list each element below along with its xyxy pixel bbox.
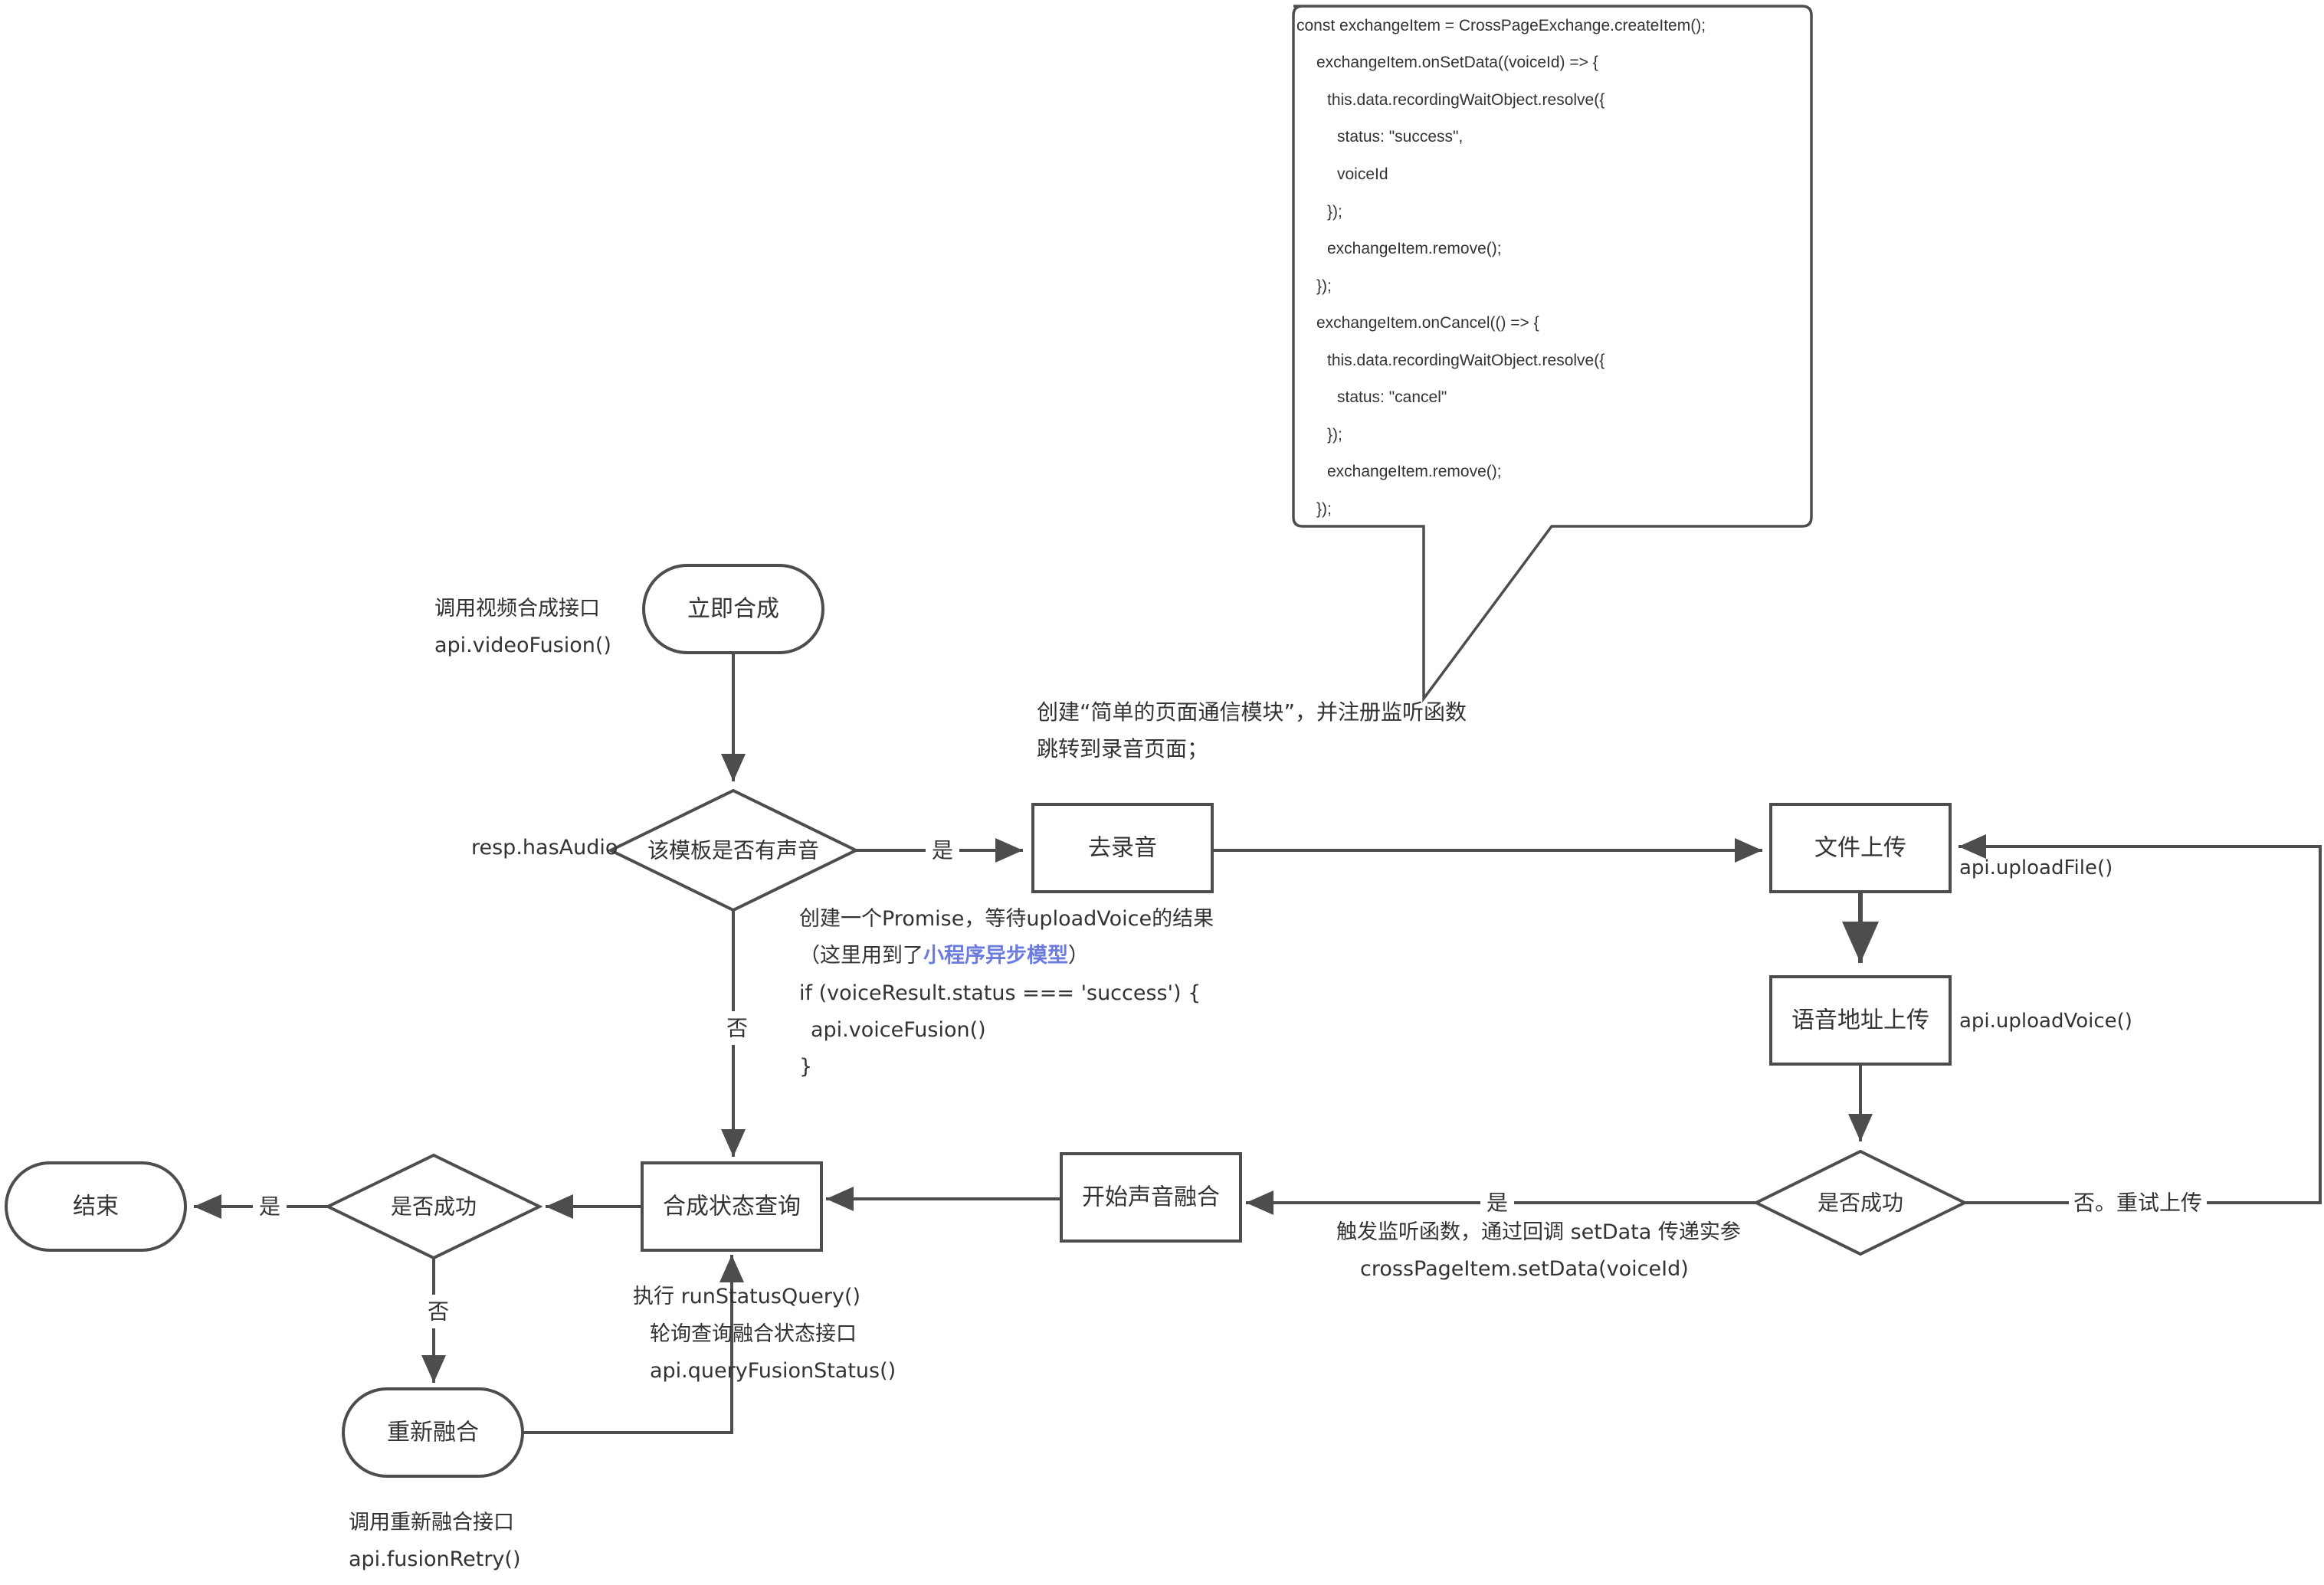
node-fusion-success-label: 是否成功: [391, 1194, 477, 1220]
node-refusion[interactable]: 重新融合: [342, 1387, 524, 1478]
note-query-status-api: api.queryFusionStatus(): [650, 1359, 896, 1383]
node-upload-voice-label: 语音地址上传: [1791, 1007, 1929, 1034]
edge-label-fusion-no: 否: [428, 1299, 449, 1325]
async-model-link[interactable]: 小程序异步模型: [923, 943, 1068, 968]
callout-line: voiceId: [1337, 165, 1388, 183]
callout-line: exchangeItem.onSetData((voiceId) => {: [1316, 54, 1598, 71]
callout-line: const exchangeItem = CrossPageExchange.c…: [1296, 17, 1706, 34]
node-upload-success-label: 是否成功: [1818, 1190, 1903, 1216]
callout-line: this.data.recordingWaitObject.resolve({: [1327, 91, 1605, 109]
note-promise-close: }: [799, 1055, 812, 1079]
callout-line: exchangeItem.remove();: [1327, 463, 1502, 480]
callout-line: });: [1316, 277, 1332, 295]
callout-line: this.data.recordingWaitObject.resolve({: [1327, 352, 1605, 369]
edge-label-upload-yes: 是: [1487, 1190, 1508, 1216]
note-promise-async: （这里用到了小程序异步模型）: [799, 943, 1089, 968]
node-upload-success[interactable]: 是否成功: [1752, 1149, 1968, 1256]
node-upload-file-label: 文件上传: [1814, 835, 1906, 862]
node-status-query-label: 合成状态查询: [663, 1194, 801, 1220]
note-run-status-query: 执行 runStatusQuery(): [633, 1285, 860, 1308]
node-start-fusion[interactable]: 开始声音融合: [1060, 1152, 1242, 1243]
node-upload-file[interactable]: 文件上传: [1769, 803, 1952, 893]
note-poll-status: 轮询查询融合状态接口: [650, 1322, 857, 1346]
note-trigger-listener: 触发监听函数，通过回调 setData 传递实参: [1336, 1220, 1741, 1244]
note-upload-voice-api: api.uploadVoice(): [1959, 1010, 2132, 1033]
node-go-record-label: 去录音: [1088, 835, 1157, 862]
note-trigger-setdata: crossPageItem.setData(voiceId): [1360, 1257, 1689, 1281]
note-call-fusion: 调用视频合成接口: [434, 597, 600, 621]
note-retry-api: api.fusionRetry(): [349, 1547, 520, 1571]
node-start[interactable]: 立即合成: [642, 564, 824, 654]
note-retry: 调用重新融合接口: [349, 1511, 514, 1534]
node-upload-voice[interactable]: 语音地址上传: [1769, 975, 1952, 1066]
node-end-label: 结束: [73, 1194, 119, 1220]
note-call-fusion-api: api.videoFusion(): [434, 634, 611, 657]
note-promise-voice-fusion: api.voiceFusion(): [811, 1018, 986, 1042]
edge-label-upload-retry: 否。重试上传: [2073, 1190, 2202, 1216]
node-fusion-success[interactable]: 是否成功: [324, 1153, 543, 1260]
note-upload-file-api: api.uploadFile(): [1959, 856, 2113, 879]
edges: [194, 653, 2322, 1434]
note-promise-prefix: （这里用到了: [799, 944, 923, 968]
note-jump-record-page: 跳转到录音页面；: [1037, 736, 1208, 761]
callout-line: exchangeItem.remove();: [1327, 240, 1502, 257]
callout-line: status: "cancel": [1337, 388, 1447, 406]
node-has-audio-label: 该模板是否有声音: [647, 838, 819, 863]
edge-label-has-audio-yes: 是: [932, 838, 953, 863]
note-has-audio-field: resp.hasAudio: [471, 836, 618, 860]
node-start-fusion-label: 开始声音融合: [1082, 1184, 1220, 1211]
callout-line: exchangeItem.onCancel(() => {: [1316, 314, 1539, 332]
callout-line: status: "success",: [1337, 128, 1463, 146]
note-promise-suffix: ）: [1068, 944, 1089, 968]
code-callout: const exchangeItem = CrossPageExchange.c…: [1292, 5, 1813, 703]
node-start-label: 立即合成: [687, 596, 779, 623]
node-end[interactable]: 结束: [5, 1161, 187, 1252]
callout-line: });: [1327, 426, 1342, 444]
node-has-audio[interactable]: 该模板是否有声音: [607, 788, 860, 912]
note-promise: 创建一个Promise，等待uploadVoice的结果: [799, 907, 1214, 931]
node-status-query[interactable]: 合成状态查询: [641, 1161, 823, 1252]
callout-line: });: [1316, 500, 1332, 518]
edge-label-has-audio-no: 否: [726, 1016, 748, 1041]
note-create-exchange: 创建“简单的页面通信模块”，并注册监听函数: [1037, 699, 1467, 725]
callout-line: });: [1327, 203, 1342, 221]
node-refusion-label: 重新融合: [387, 1420, 479, 1446]
edge-refusion-to-query: [523, 1255, 744, 1434]
edge-label-fusion-yes: 是: [259, 1194, 280, 1220]
node-go-record[interactable]: 去录音: [1031, 803, 1214, 893]
callout-code-lines: const exchangeItem = CrossPageExchange.c…: [1296, 17, 1706, 518]
note-promise-if: if (voiceResult.status === 'success') {: [799, 981, 1201, 1005]
